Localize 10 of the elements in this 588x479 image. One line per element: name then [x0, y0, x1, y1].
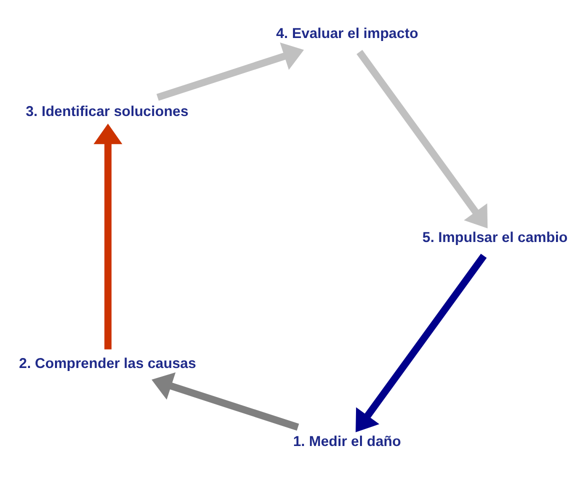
arrow — [356, 254, 487, 432]
node-text: 4. Evaluar el impacto — [276, 26, 418, 42]
arrow — [152, 372, 300, 431]
arrow — [156, 42, 304, 101]
arrow — [94, 124, 122, 350]
node-text: 1. Medir el daño — [293, 434, 402, 450]
arrow — [356, 50, 488, 228]
node-text: 2. Comprender las causas — [19, 356, 196, 372]
node-text: 5. Impulsar el cambio — [422, 230, 568, 246]
node-text: 3. Identificar soluciones — [26, 104, 188, 120]
